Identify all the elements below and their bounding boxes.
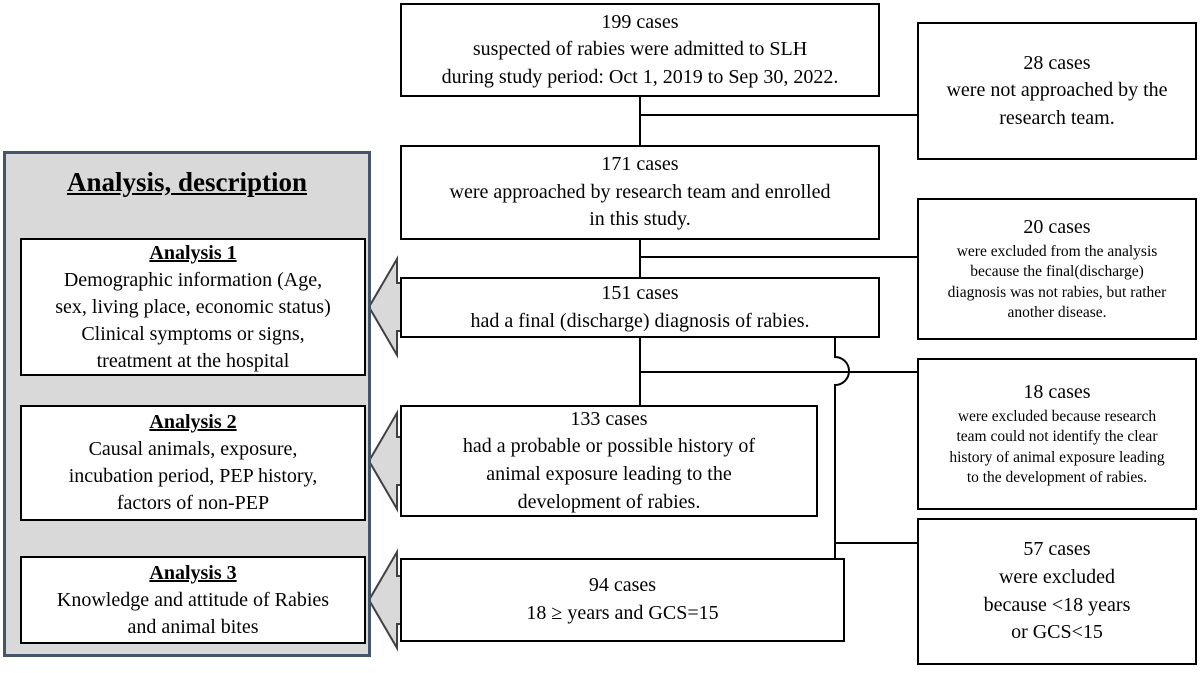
analysis-3-box: Analysis 3 Knowledge and attitude of Rab… [20, 556, 366, 644]
analysis-1-heading: Analysis 1 [149, 241, 237, 264]
flow-box-133-cases: 133 cases had a probable or possible his… [400, 405, 818, 517]
flow-box-133-heading: 133 cases [570, 407, 648, 430]
exclusion-box-18-cases: 18 cases were excluded because research … [917, 358, 1197, 510]
exclusion-18-heading: 18 cases [1023, 381, 1091, 404]
flow-box-151-body: had a final (discharge) diagnosis of rab… [470, 309, 810, 332]
flow-box-171-body: were approached by research team and enr… [449, 180, 831, 231]
flow-box-94-body: 18 ≥ years and GCS=15 [526, 602, 719, 624]
exclusion-box-28-cases: 28 cases were not approached by the rese… [917, 22, 1197, 160]
analysis-2-heading: Analysis 2 [149, 411, 237, 433]
flow-box-151-heading: 151 cases [601, 281, 679, 304]
exclusion-box-20-cases: 20 cases were excluded from the analysis… [917, 198, 1197, 340]
analysis-panel: Analysis, description Analysis 1 Demogra… [3, 151, 371, 657]
analysis-3-body: Knowledge and attitude of Rabies and ani… [56, 588, 330, 638]
analysis-2-body: Causal animals, exposure, incubation per… [68, 438, 318, 514]
connector-151-to-94-with-hop [834, 338, 850, 543]
analysis-1-box: Analysis 1 Demographic information (Age,… [20, 238, 366, 376]
exclusion-28-heading: 28 cases [1023, 51, 1091, 74]
exclusion-20-body: were excluded from the analysis because … [947, 242, 1167, 322]
flow-box-151-cases: 151 cases had a final (discharge) diagno… [400, 277, 880, 338]
flow-box-171-cases: 171 cases were approached by research te… [400, 145, 880, 240]
flow-box-199-body: suspected of rabies were admitted to SLH… [441, 38, 839, 88]
flow-box-94-heading: 94 cases [588, 574, 657, 597]
flow-box-199-heading: 199 cases [601, 10, 679, 33]
flow-box-94-cases: 94 cases 18 ≥ years and GCS=15 [400, 558, 845, 642]
exclusion-box-57-cases: 57 cases were excluded because <18 years… [917, 518, 1197, 665]
panel-title: Analysis, description [66, 167, 308, 197]
exclusion-57-body: were excluded because <18 years or GCS<1… [983, 565, 1131, 644]
analysis-3-heading: Analysis 3 [149, 561, 237, 584]
flow-box-171-heading: 171 cases [601, 153, 679, 176]
exclusion-57-heading: 57 cases [1023, 538, 1091, 561]
analysis-2-box: Analysis 2 Causal animals, exposure, inc… [20, 405, 366, 521]
exclusion-28-body: were not approached by the research team… [946, 79, 1168, 129]
exclusion-20-heading: 20 cases [1023, 216, 1091, 239]
flow-box-199-cases: 199 cases suspected of rabies were admit… [400, 3, 880, 97]
analysis-1-body: Demographic information (Age, sex, livin… [55, 268, 331, 372]
flow-box-133-body: had a probable or possible history of an… [462, 435, 756, 513]
exclusion-18-body: were excluded because research team coul… [949, 407, 1165, 487]
